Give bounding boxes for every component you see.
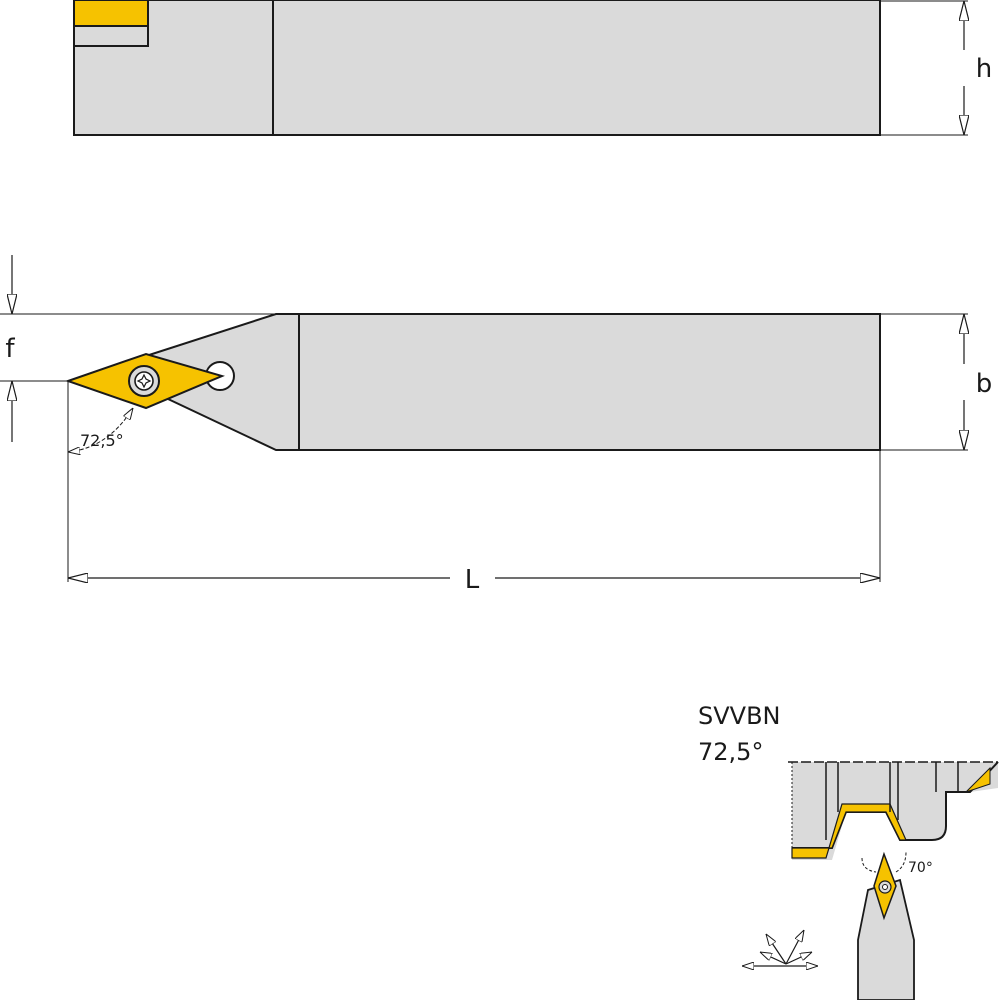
workpiece bbox=[792, 762, 998, 860]
machined-layer bbox=[791, 803, 907, 859]
angle-arc bbox=[68, 408, 133, 452]
application-detail: SVVBN 72,5° 70° bbox=[698, 702, 999, 1000]
top-view-shank bbox=[73, 0, 881, 136]
insert-screw-head bbox=[134, 371, 154, 391]
shank-body bbox=[298, 313, 881, 451]
detail-tool-holder bbox=[857, 878, 915, 1000]
side-view: f b 72,5° L bbox=[0, 255, 992, 596]
top-view: h bbox=[73, 0, 992, 136]
detail-insert-screw-center bbox=[882, 884, 888, 890]
detail-angle-label: 70° bbox=[908, 860, 933, 876]
width-label: b bbox=[976, 369, 993, 399]
angle-label: 72,5° bbox=[80, 431, 124, 450]
designation-angle: 72,5° bbox=[698, 738, 763, 766]
length-label: L bbox=[465, 565, 480, 595]
top-view-insert bbox=[73, 0, 149, 27]
designation-label: SVVBN bbox=[698, 702, 781, 730]
feed-direction-icon bbox=[742, 930, 818, 966]
offset-label: f bbox=[5, 334, 15, 364]
detail-angle-arc-left bbox=[861, 857, 877, 873]
machined-corner bbox=[965, 766, 991, 793]
height-label: h bbox=[976, 54, 992, 84]
torx-icon bbox=[136, 373, 152, 389]
detail-angle-arc-right bbox=[895, 851, 907, 873]
top-view-insert-seat bbox=[73, 25, 149, 47]
